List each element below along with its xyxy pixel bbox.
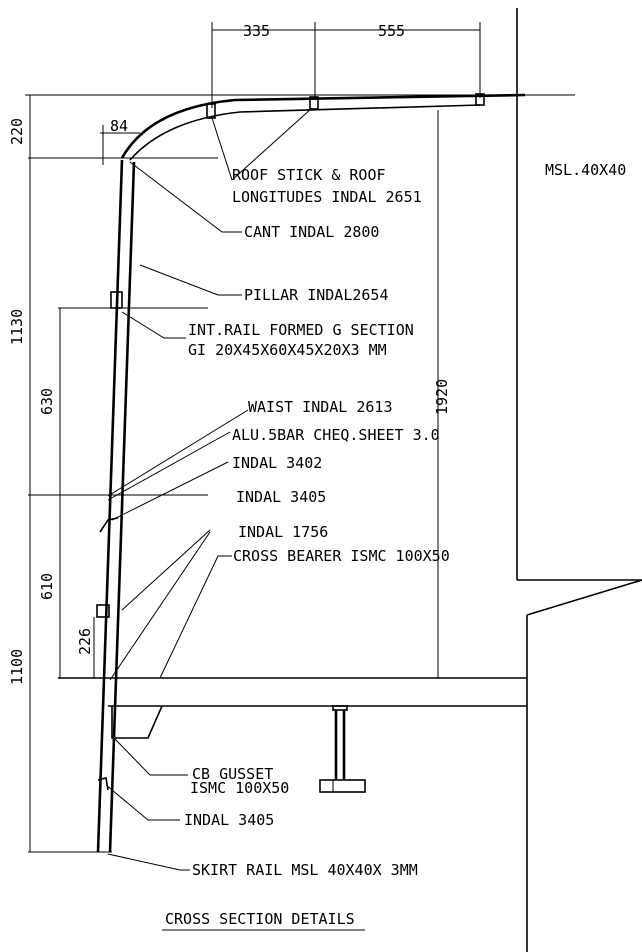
dim-610: 610 [38,573,56,600]
labels: ROOF STICK & ROOF LONGITUDES INDAL 2651 … [165,161,626,928]
dim-220: 220 [8,118,26,145]
label-cb-gusset-1: CB GUSSET [192,765,273,783]
label-cb-gusset-2: ISMC 100X50 [190,779,289,797]
leader-indal-3405 [105,784,180,821]
leader-cant [129,161,242,233]
drawing-title: CROSS SECTION DETAILS [165,910,355,928]
label-cant: CANT INDAL 2800 [244,223,379,241]
leader-cross-bearer [159,555,232,679]
leader-indal-1756-a [121,529,211,611]
leader-pillar [139,264,242,296]
leaders [105,107,365,931]
leader-alu-sheet [107,431,231,501]
pillar-inner [108,161,136,853]
label-int-rail-1: INT.RAIL FORMED G SECTION [188,321,414,339]
cb-gusset [111,705,163,739]
dim-84: 84 [110,117,128,135]
leader-waist [107,409,249,497]
label-skirt-rail: SKIRT RAIL MSL 40X40X 3MM [192,861,418,879]
structure [25,8,642,952]
label-indal-1756: INDAL 1756 [238,523,328,541]
label-indal-3405-bottom: INDAL 3405 [184,811,274,829]
leader-int-rail [121,311,186,339]
roof-stick-1 [206,103,216,119]
right-step-diagonal [526,579,642,616]
dimension-text: 335 555 84 220 1130 630 1920 610 226 110… [8,22,451,685]
label-roof-stick-2: LONGITUDES INDAL 2651 [232,188,422,206]
dim-1100: 1100 [8,649,26,685]
dimension-lines [29,22,481,852]
label-indal-3405-top: INDAL 3405 [236,488,326,506]
leader-skirt-rail [107,853,190,871]
dim-1920: 1920 [433,379,451,415]
label-alu-sheet: ALU.5BAR CHEQ.SHEET 3.0 [232,426,440,444]
label-int-rail-2: GI 20X45X60X45X20X3 MM [188,341,387,359]
t-bearer-base [319,779,366,793]
dim-335: 335 [243,22,270,40]
leader-roof-stick-b [231,107,313,181]
roof-stick-2 [309,96,319,110]
roof-outer [120,93,526,159]
label-indal-3402: INDAL 3402 [232,454,322,472]
dim-1130: 1130 [8,309,26,345]
label-waist: WAIST INDAL 2613 [248,398,393,416]
leader-roof-stick-a [211,117,233,181]
lower-block [96,604,110,618]
leader-cb-gusset [113,737,188,776]
dim-555: 555 [378,22,405,40]
label-roof-stick-1: ROOF STICK & ROOF [232,166,386,184]
t-bearer-flange [332,705,348,711]
pillar-outer [96,159,124,853]
label-cross-bearer: CROSS BEARER ISMC 100X50 [233,547,450,565]
label-pillar: PILLAR INDAL2654 [244,286,389,304]
roof-inner [129,104,481,161]
dim-630: 630 [38,388,56,415]
leader-indal-1756-b [109,531,211,681]
label-msl: MSL.40X40 [545,161,626,179]
dim-226: 226 [76,628,94,655]
leader-indal-3402 [111,461,229,521]
